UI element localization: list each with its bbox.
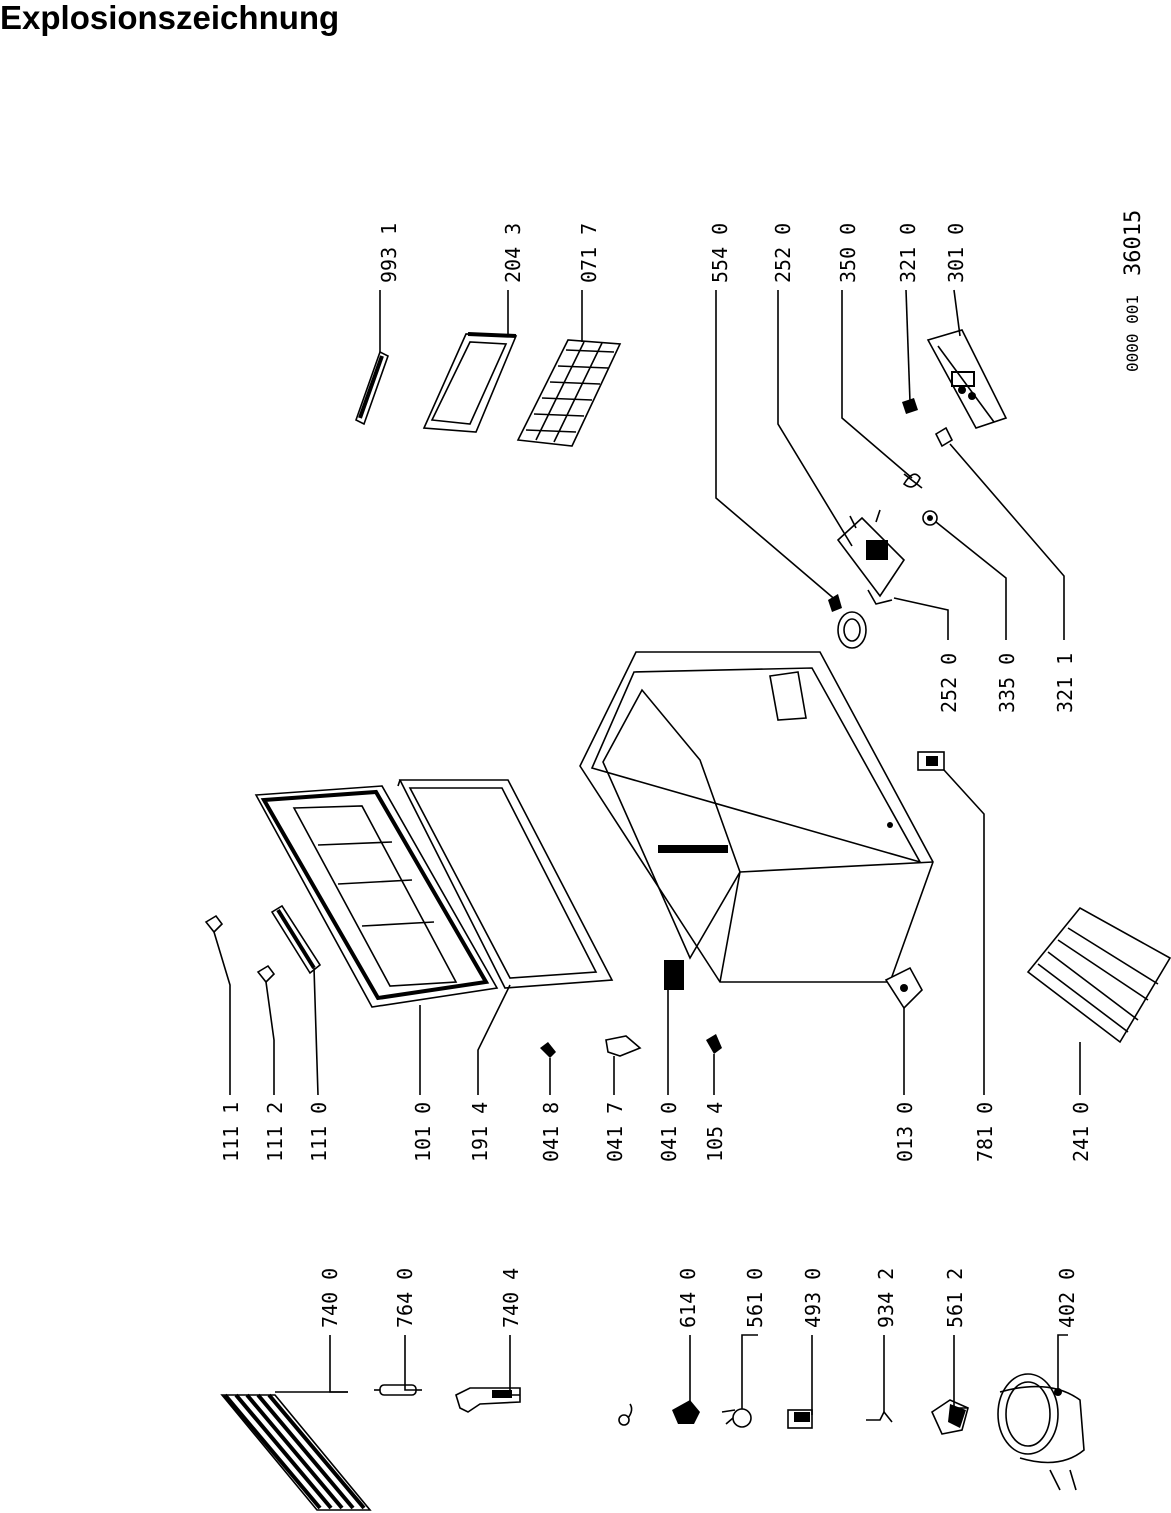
condenser-bracket-icon [455,1387,521,1413]
part-label: 321 1 [1053,653,1077,713]
part-label: 561 2 [943,1268,967,1328]
drawing-code: 0000 001 36015 [1121,210,1146,372]
page-title: Explosionszeichnung [0,0,340,36]
wire-clip-icon [866,1410,893,1423]
lid-handle-icon [270,904,322,975]
part-label: 241 0 [1069,1102,1093,1162]
part-label: 321 0 [896,223,920,283]
compressor-icon [997,1373,1085,1491]
leader-lines-middle [213,769,1081,1096]
leader-lines-right [379,289,1065,640]
part-label: 105 4 [703,1102,727,1162]
part-label: 204 3 [501,223,525,283]
handle-cap-icon [204,914,276,984]
grille-icon [516,339,622,447]
part-label: 191 4 [468,1102,492,1162]
part-label: 041 7 [603,1102,627,1162]
part-label: 350 0 [836,223,860,283]
part-label: 252 0 [937,653,961,713]
protector-cover-icon [930,1399,969,1435]
lid-icon [254,785,499,1008]
part-label: 111 2 [263,1102,287,1162]
part-label: 740 4 [499,1268,523,1328]
part-label: 764 0 [393,1268,417,1328]
start-relay-icon [672,1400,700,1424]
part-label: 781 0 [973,1102,997,1162]
part-label: 041 0 [657,1102,681,1162]
condenser-coil-icon [220,1391,372,1511]
part-label: 301 0 [944,223,968,283]
part-label: 561 0 [743,1268,767,1328]
part-label: 614 0 [676,1268,700,1328]
drawing-code-number: 36015 [1121,210,1146,276]
switch-icon [922,510,938,526]
part-label: 111 0 [307,1102,331,1162]
part-label: 493 0 [801,1268,825,1328]
part-label: 335 0 [995,653,1019,713]
drawing-code-prefix: 0000 001 [1123,295,1142,372]
wire-basket-icon [1026,906,1171,1044]
leader-lines-left [329,1334,1068,1415]
panel-strip-icon [355,350,389,426]
part-labels: 740 0 764 0 740 4 614 0 561 0 493 0 934 … [219,223,1093,1328]
hinge-screw-icon [540,1042,556,1058]
thermostat-icon [836,509,906,605]
drain-plug-icon [917,751,945,771]
door-gasket-icon [397,779,614,989]
part-label: 101 0 [411,1102,435,1162]
part-label: 402 0 [1055,1268,1079,1328]
cabinet-body-icon [579,651,934,983]
valve-icon [618,1403,633,1426]
part-label: 071 7 [577,223,601,283]
control-panel-frame-icon [422,332,518,433]
part-label: 041 8 [539,1102,563,1162]
control-panel-icon [926,329,1008,429]
overload-protector-icon [721,1408,752,1428]
terminal-cover-icon [787,1409,813,1429]
part-label: 013 0 [893,1102,917,1162]
foot-icon [884,966,923,1010]
hinge-icon [664,960,684,990]
part-label: 252 0 [771,223,795,283]
hinge-cover-icon [605,1035,642,1057]
part-label: 111 1 [219,1102,243,1162]
part-label: 554 0 [708,223,732,283]
part-label: 934 2 [874,1268,898,1328]
part-label: 993 1 [377,223,401,283]
lamp-holder-icon [902,473,923,489]
thermostat-knob-icon [828,594,867,649]
lock-clip-icon [706,1034,722,1054]
indicator-lamp-icon [902,398,954,448]
part-label: 740 0 [318,1268,342,1328]
